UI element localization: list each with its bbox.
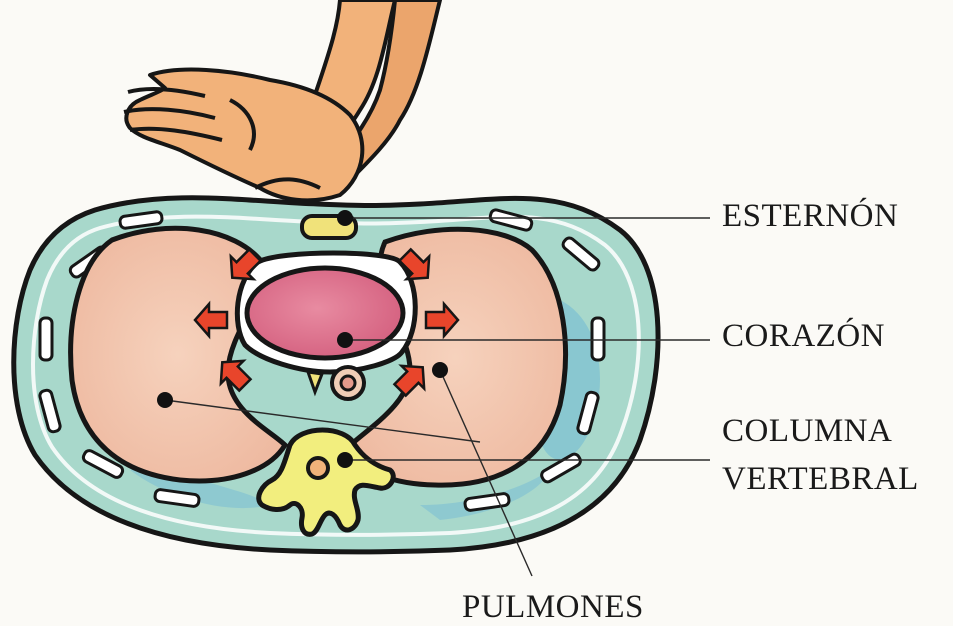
label-columna: COLUMNA <box>722 412 892 450</box>
label-corazon: CORAZÓN <box>722 317 885 355</box>
sternum-pointer <box>337 210 353 226</box>
spine-pointer <box>337 452 353 468</box>
hand-pressing-icon <box>124 0 440 200</box>
left-lung-pointer <box>157 392 173 408</box>
label-pulmones: PULMONES <box>462 588 644 626</box>
label-esternon: ESTERNÓN <box>722 197 898 235</box>
label-vertebral: VERTEBRAL <box>722 460 919 498</box>
heart-pointer <box>337 332 353 348</box>
heart <box>247 268 403 358</box>
right-lung-pointer <box>432 362 448 378</box>
